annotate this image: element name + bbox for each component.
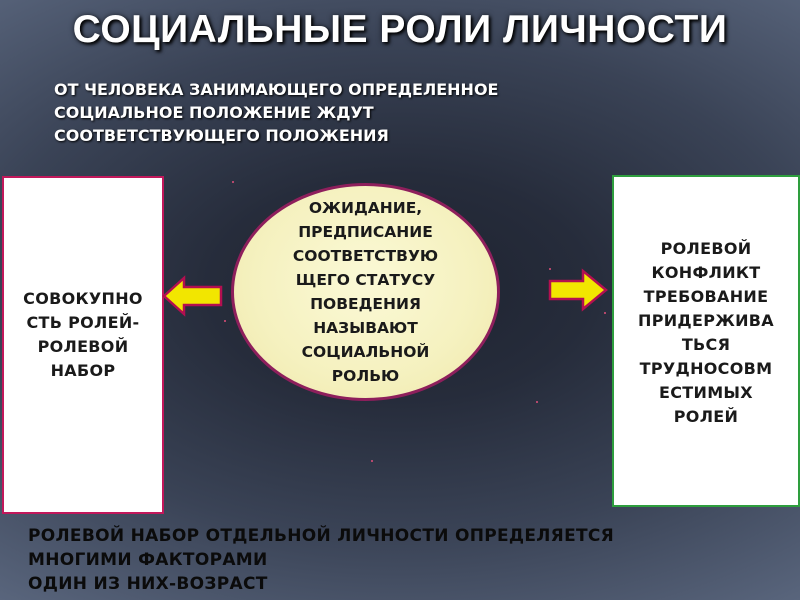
ellipse-line: НАЗЫВАЮТ: [313, 319, 418, 337]
left-box-line: РОЛЕВОЙ: [37, 337, 129, 356]
left-box-line: СОВОКУПНО: [23, 289, 143, 308]
subtitle-line: ОТ ЧЕЛОВЕКА ЗАНИМАЮЩЕГО ОПРЕДЕЛЕННОЕ: [54, 80, 499, 99]
decor-dot: [536, 401, 538, 403]
ellipse-line: СОЦИАЛЬНОЙ: [301, 343, 430, 361]
right-box: РОЛЕВОЙ КОНФЛИКТ ТРЕБОВАНИЕ ПРИДЕРЖИВА Т…: [612, 175, 800, 507]
right-box-line: ЕСТИМЫХ: [659, 383, 753, 402]
decor-dot: [224, 320, 226, 322]
decor-dot: [549, 268, 551, 270]
right-box-line: ТРЕБОВАНИЕ: [643, 287, 769, 306]
left-arrow-icon: [162, 275, 223, 317]
right-box-line: ТРУДНОСОВМ: [639, 359, 773, 378]
ellipse-line: ЩЕГО СТАТУСУ: [295, 271, 436, 289]
ellipse-line: ОЖИДАНИЕ,: [308, 199, 423, 217]
decor-dot: [604, 312, 606, 314]
ellipse-line: РОЛЬЮ: [331, 367, 400, 385]
subtitle-line: СООТВЕТСТВУЮЩЕГО ПОЛОЖЕНИЯ: [54, 126, 389, 145]
footer-line: ОДИН ИЗ НИХ-ВОЗРАСТ: [28, 574, 268, 594]
right-arrow-shape: [548, 268, 608, 312]
decor-dot: [371, 460, 373, 462]
right-box-line: КОНФЛИКТ: [651, 263, 761, 282]
right-box-line: ТЬСЯ: [681, 335, 731, 354]
ellipse-line: ПРЕДПИСАНИЕ: [298, 223, 433, 241]
right-box-text: РОЛЕВОЙ КОНФЛИКТ ТРЕБОВАНИЕ ПРИДЕРЖИВА Т…: [638, 237, 774, 429]
footer: РОЛЕВОЙ НАБОР ОТДЕЛЬНОЙ ЛИЧНОСТИ ОПРЕДЕЛ…: [28, 524, 788, 596]
left-box-text: СОВОКУПНО СТЬ РОЛЕЙ- РОЛЕВОЙ НАБОР: [23, 287, 143, 383]
center-ellipse-text: ОЖИДАНИЕ, ПРЕДПИСАНИЕ СООТВЕТСТВУЮ ЩЕГО …: [231, 196, 500, 388]
right-box-line: РОЛЕЙ: [673, 407, 739, 426]
left-box: СОВОКУПНО СТЬ РОЛЕЙ- РОЛЕВОЙ НАБОР: [2, 176, 164, 514]
decor-dot: [232, 181, 234, 183]
right-arrow-icon: [548, 268, 608, 312]
left-box-line: СТЬ РОЛЕЙ-: [26, 313, 140, 332]
slide-title: СОЦИАЛЬНЫЕ РОЛИ ЛИЧНОСТИ: [72, 8, 728, 51]
subtitle-line: СОЦИАЛЬНОЕ ПОЛОЖЕНИЕ ЖДУТ: [54, 103, 374, 122]
left-box-line: НАБОР: [50, 361, 116, 380]
center-ellipse: [231, 183, 500, 401]
footer-line: МНОГИМИ ФАКТОРАМИ: [28, 550, 268, 570]
right-box-line: РОЛЕВОЙ: [660, 239, 752, 258]
subtitle: ОТ ЧЕЛОВЕКА ЗАНИМАЮЩЕГО ОПРЕДЕЛЕННОЕ СОЦ…: [54, 78, 674, 147]
right-box-line: ПРИДЕРЖИВА: [638, 311, 774, 330]
footer-line: РОЛЕВОЙ НАБОР ОТДЕЛЬНОЙ ЛИЧНОСТИ ОПРЕДЕЛ…: [28, 526, 615, 546]
ellipse-line: ПОВЕДЕНИЯ: [310, 295, 421, 313]
ellipse-line: СООТВЕТСТВУЮ: [292, 247, 439, 265]
left-arrow-shape: [162, 275, 223, 317]
